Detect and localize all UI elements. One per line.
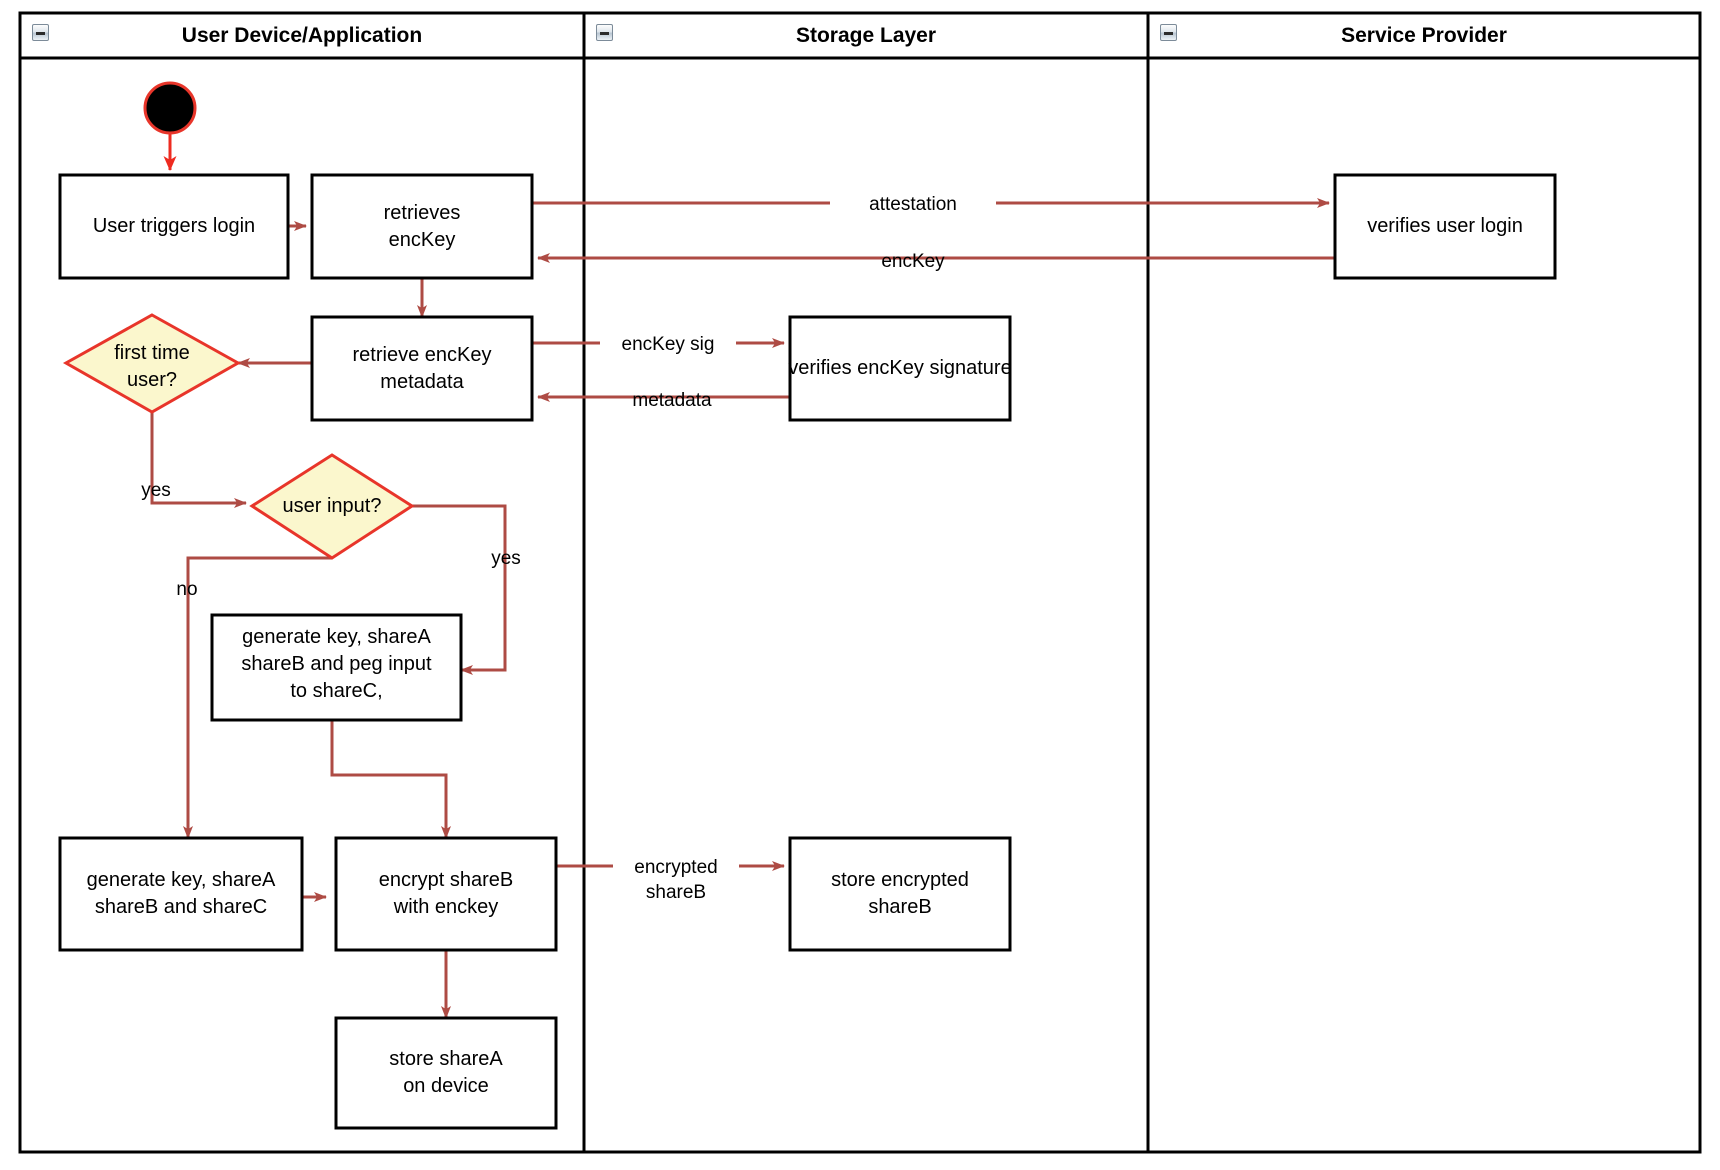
node-user-input[interactable] <box>249 453 415 560</box>
node-store-sharea[interactable] <box>334 1016 558 1130</box>
node-verifies-enckey-signature[interactable] <box>788 315 1012 422</box>
edge-label-encrypted-line2: shareB <box>645 882 707 903</box>
lane-title-storage: Storage Layer <box>795 24 937 47</box>
node-generate-shares[interactable] <box>58 836 304 952</box>
collapse-icon-lane-storage[interactable] <box>596 24 613 41</box>
node-user-triggers-login[interactable] <box>58 173 290 280</box>
edge-no <box>183 556 332 839</box>
node-encrypt-shareb[interactable] <box>334 836 558 952</box>
edge-label-metadata: metadata <box>632 390 712 411</box>
node-store-encrypted-shareb[interactable] <box>788 836 1012 952</box>
lane-title-user-device: User Device/Application <box>181 24 423 47</box>
edge-label-enckey-sig: encKey sig <box>600 332 736 357</box>
node-verifies-user-login[interactable] <box>1333 173 1557 280</box>
node-first-time-user[interactable] <box>62 313 242 414</box>
node-generate-peg[interactable] <box>210 613 463 722</box>
edge-yes-1 <box>150 412 247 508</box>
edge-label-yes-2: yes <box>491 548 521 569</box>
lane-title-service-provider: Service Provider <box>1341 24 1507 47</box>
edge-yes-2 <box>412 504 507 675</box>
edge-peg-encrypt <box>330 720 451 839</box>
node-start[interactable] <box>143 81 197 135</box>
edge-label-encrypted-line1: encrypted <box>613 855 739 880</box>
node-retrieve-enckey-metadata[interactable] <box>310 315 534 422</box>
collapse-icon-lane-user-device[interactable] <box>32 24 49 41</box>
edge-label-attestation: attestation <box>830 192 996 217</box>
edge-label-yes-1: yes <box>141 480 171 501</box>
edge-label-no: no <box>176 579 198 600</box>
collapse-icon-lane-service-provider[interactable] <box>1160 24 1177 41</box>
edge-label-enckey: encKey <box>881 251 945 272</box>
node-retrieves-enckey[interactable] <box>310 173 534 280</box>
